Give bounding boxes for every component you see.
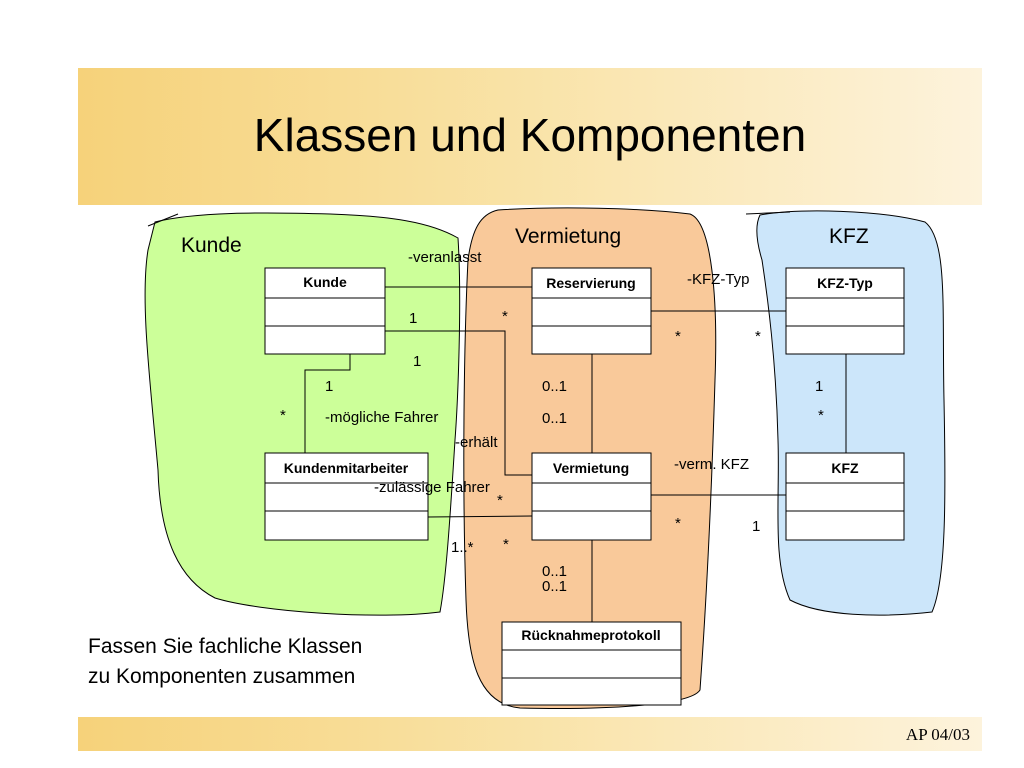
class-kfz: KFZ: [785, 452, 905, 541]
class-vermietung: Vermietung: [531, 452, 652, 541]
class-ruecknahmeprotokoll: Rücknahmeprotokoll: [501, 621, 682, 706]
class-kunde: Kunde: [264, 267, 386, 355]
multiplicity-label: 1: [409, 310, 417, 327]
multiplicity-label: 0..1: [542, 578, 567, 595]
role-moegliche-fahrer: -mögliche Fahrer: [325, 409, 438, 426]
multiplicity-label: *: [502, 308, 508, 325]
component-kunde-blob-tail: [147, 213, 179, 227]
class-kfz-typ: KFZ-Typ: [785, 267, 905, 355]
class-reservierung-name: Reservierung: [546, 275, 635, 291]
footer-text: AP 04/03: [905, 725, 970, 744]
role-erhaelt: -erhält: [455, 434, 498, 451]
class-reservierung: Reservierung: [531, 267, 652, 355]
multiplicity-label: *: [755, 328, 761, 345]
class-kunde-name: Kunde: [303, 274, 347, 290]
role-kfz-typ: -KFZ-Typ: [687, 271, 750, 288]
component-kfz-label: KFZ: [829, 225, 869, 248]
multiplicity-label: *: [503, 536, 509, 553]
class-kundenmitarbeiter: Kundenmitarbeiter: [264, 452, 429, 541]
caption-line-2: zu Komponenten zusammen: [88, 665, 356, 688]
class-ruecknahmeprotokoll-name: Rücknahmeprotokoll: [521, 627, 660, 643]
component-kfz-blob-tail: [745, 211, 791, 215]
multiplicities: 1 * 1 * * 1 * 0..1 0..1 1 * * * 1 1..* *…: [280, 308, 824, 595]
assoc-kundenmitarbeiter-vermietung: [427, 515, 533, 518]
multiplicity-label: 0..1: [542, 378, 567, 395]
role-verm-kfz: -verm. KFZ: [674, 456, 749, 473]
component-kunde-label: Kunde: [181, 234, 242, 257]
multiplicity-label: *: [280, 407, 286, 424]
assoc-kunde-vermietung: [385, 330, 532, 476]
multiplicity-label: 1: [325, 378, 333, 395]
multiplicity-label: 1: [413, 353, 421, 370]
caption-line-1: Fassen Sie fachliche Klassen: [88, 635, 363, 658]
multiplicity-label: *: [497, 492, 503, 509]
multiplicity-label: 0..1: [542, 563, 567, 580]
class-kfz-name: KFZ: [831, 460, 859, 476]
multiplicity-label: 1: [815, 378, 823, 395]
assoc-kunde-kundenmitarbeiter: [304, 354, 351, 455]
association-lines: [304, 286, 847, 622]
class-kundenmitarbeiter-name: Kundenmitarbeiter: [284, 460, 409, 476]
class-vermietung-name: Vermietung: [553, 460, 629, 476]
role-zulaessige-fahrer: -zulässige Fahrer: [374, 479, 490, 496]
multiplicity-label: 0..1: [542, 410, 567, 427]
component-vermietung-label: Vermietung: [515, 225, 621, 248]
role-veranlasst: -veranlasst: [408, 249, 482, 266]
multiplicity-label: 1: [752, 518, 760, 535]
class-kfz-typ-name: KFZ-Typ: [817, 275, 873, 291]
slide-caption: Fassen Sie fachliche Klassen zu Komponen…: [88, 632, 362, 692]
footer-bar: AP 04/03: [78, 717, 982, 751]
multiplicity-label: *: [675, 328, 681, 345]
multiplicity-label: *: [818, 407, 824, 424]
multiplicity-label: 1..*: [451, 539, 474, 556]
title-bar: Klassen und Komponenten: [78, 68, 982, 205]
multiplicity-label: *: [675, 515, 681, 532]
slide-title: Klassen und Komponenten: [253, 109, 807, 161]
